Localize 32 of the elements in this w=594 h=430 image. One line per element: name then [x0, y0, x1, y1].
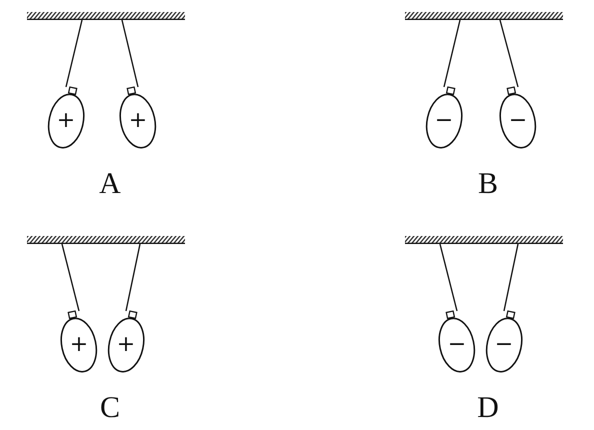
- ceiling-hatched-bar: [27, 12, 185, 20]
- charged-balloon: [438, 310, 476, 374]
- panel-letter: B: [478, 168, 498, 200]
- charged-balloon: [107, 310, 145, 374]
- hanging-string: [443, 20, 461, 88]
- hanging-string: [503, 244, 519, 312]
- panel-letter: D: [477, 392, 499, 424]
- charge-sign: +: [68, 332, 90, 358]
- charged-balloon: [425, 86, 463, 150]
- charged-balloon: [485, 310, 523, 374]
- charged-balloon: [499, 86, 537, 150]
- charge-sign: −: [508, 108, 528, 134]
- panel-letter: A: [99, 168, 121, 200]
- ceiling-hatched-bar: [405, 12, 563, 20]
- charged-balloon: [47, 86, 85, 150]
- charge-sign: +: [128, 108, 148, 134]
- ceiling-hatched-bar: [405, 236, 563, 244]
- charged-balloon: [60, 310, 98, 374]
- charge-sign: −: [494, 332, 514, 358]
- charge-sign: +: [116, 332, 136, 358]
- hanging-string: [61, 244, 80, 312]
- hanging-string: [121, 20, 139, 88]
- hanging-string: [439, 244, 458, 312]
- hanging-string: [125, 244, 141, 312]
- charge-sign: −: [446, 332, 468, 358]
- hanging-string: [499, 20, 519, 88]
- panel-letter: C: [100, 392, 120, 424]
- charge-sign: +: [56, 108, 76, 134]
- hanging-string: [65, 20, 83, 88]
- charge-sign: −: [434, 108, 454, 134]
- charged-balloon: [119, 86, 157, 150]
- ceiling-hatched-bar: [27, 236, 185, 244]
